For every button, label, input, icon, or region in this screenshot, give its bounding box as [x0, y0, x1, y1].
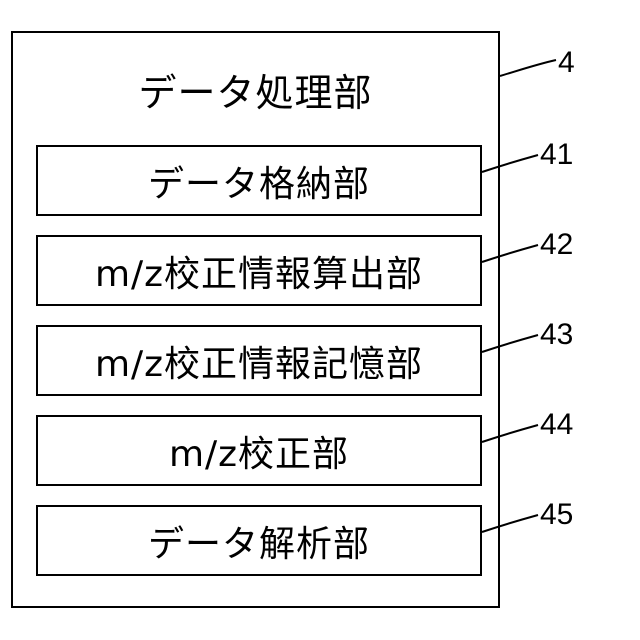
ref-label-41: 41 — [540, 138, 573, 172]
ref-label-42: 42 — [540, 228, 573, 262]
mz-calibration-info-storage-unit-box: m/z校正情報記憶部 — [36, 325, 482, 396]
data-processing-unit-title: データ処理部 — [11, 63, 500, 123]
mz-calibration-info-calculation-unit-box: m/z校正情報算出部 — [36, 235, 482, 306]
ref-label-43: 43 — [540, 318, 573, 352]
leader-line-4 — [500, 60, 556, 76]
data-analysis-unit-box: データ解析部 — [36, 505, 482, 576]
data-storage-unit-box: データ格納部 — [36, 145, 482, 216]
ref-label-45: 45 — [540, 498, 573, 532]
mz-calibration-unit-box: m/z校正部 — [36, 415, 482, 486]
ref-label-44: 44 — [540, 408, 573, 442]
ref-label-4: 4 — [558, 46, 575, 80]
